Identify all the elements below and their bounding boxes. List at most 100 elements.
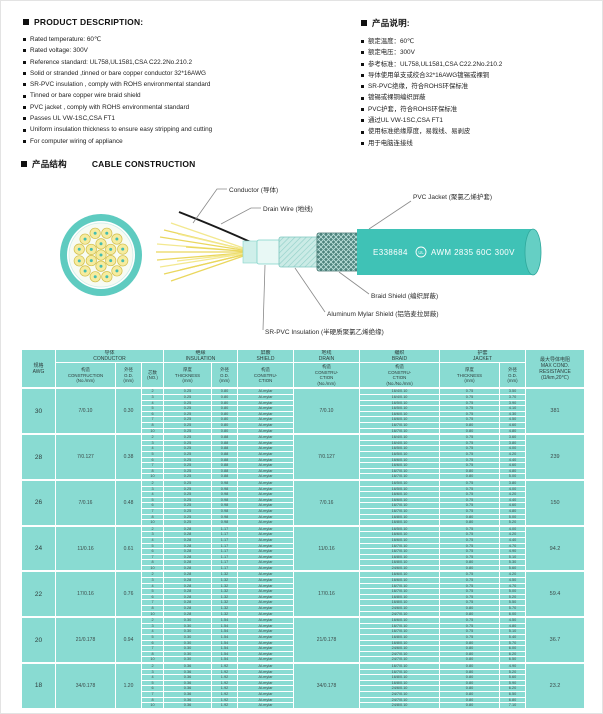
cell-awg: 22 [21, 570, 56, 618]
strand-core-dot [109, 247, 113, 251]
description-item: Tinned or bare copper wire braid shield [23, 90, 345, 101]
cable-cross-section [60, 213, 142, 296]
cell-ins-od: 1.92 [211, 702, 238, 709]
strand-core-dot [121, 259, 125, 263]
cell-jacket-od: 4.40 [499, 496, 526, 504]
strand-core-dot [109, 259, 113, 263]
square-bullet-icon [21, 160, 27, 167]
cell-shield: Al-mylar [237, 445, 294, 452]
pvc-jacket-layer [357, 228, 533, 275]
label-braid-shield: Braid Shield (编织屏蔽) [371, 291, 438, 300]
cell-drain: 21/0.178 [293, 616, 360, 664]
conductor-fan-wires [156, 222, 256, 282]
cell-drain: 34/0.178 [293, 661, 360, 709]
description-item-cn: 导体使用单支或绞合32*16AWG镀锡或裸铜 [361, 70, 584, 81]
cell-shield: Al-mylar [237, 502, 294, 509]
cell-jacket-od: 3.80 [499, 439, 526, 447]
cell-awg: 20 [21, 616, 56, 664]
cell-cores: 10 [141, 702, 164, 709]
conductor-wire [159, 251, 256, 268]
description-item-cn: 额定电压：300V [361, 47, 584, 58]
cell-shield: Al-mylar [237, 462, 294, 469]
description-item: Solid or stranded ,tinned or bare copper… [23, 68, 345, 79]
leader-insulation [262, 264, 266, 330]
jacket-print-cert: E338684 [373, 248, 408, 257]
cell-drain: 7/0.127 [293, 433, 360, 481]
cell-awg: 28 [21, 433, 56, 481]
conductor-wire [170, 222, 256, 253]
cell-resistance: 23.2 [525, 661, 585, 709]
cell-jacket-od: 4.10 [499, 405, 526, 412]
cell-resistance: 150 [525, 478, 585, 527]
cell-construction: 7/0.127 [55, 433, 116, 481]
strand-core-dot [115, 237, 119, 241]
cell-construction: 11/0.16 [55, 524, 116, 572]
product-notes-title: 产品说明: [372, 18, 410, 28]
leader-conductor [192, 188, 227, 224]
cable-end-face [524, 228, 542, 276]
description-item-cn: 用于电脑连接线 [361, 138, 584, 149]
leader-lines [192, 188, 412, 330]
strand-core-dot [93, 275, 97, 279]
cell-shield: Al-mylar [237, 451, 294, 458]
description-item: For computer wiring of appliance [23, 136, 345, 147]
ul-mark-text: UL [418, 250, 424, 255]
callout-labels: Conductor (导体) Drain Wire (地线) PVC Jacke… [229, 185, 492, 336]
cell-od: 0.94 [115, 616, 142, 664]
leader-drain [220, 207, 261, 225]
cell-awg: 24 [21, 524, 56, 572]
conductor-wire [176, 251, 256, 262]
cell-construction: 17/0.16 [55, 570, 116, 618]
cell-jacket-od: 4.40 [499, 456, 526, 464]
cell-shield: Al-mylar [237, 491, 294, 498]
label-drain-wire: Drain Wire (地线) [263, 204, 313, 213]
cell-shield: Al-mylar [237, 702, 294, 709]
cell-shield: Al-mylar [237, 416, 294, 423]
drain-wire [178, 211, 258, 246]
description-item: Passes UL VW-1SC,CSA FT1 [23, 113, 345, 124]
conductor-wire [159, 236, 256, 253]
label-aluminum-mylar: Aluminum Mylar Shield (铝箔麦拉屏蔽) [327, 309, 439, 318]
product-description-heading: PRODUCT DESCRIPTION: [23, 17, 345, 27]
product-description-section: PRODUCT DESCRIPTION: Rated temperature: … [23, 17, 345, 149]
label-sr-pvc: SR-PVC Insulation (半硬质聚氯乙烯绝缘) [265, 327, 384, 336]
leader-mylar [294, 267, 326, 313]
cell-resistance: 239 [525, 433, 585, 481]
conductor-wire [177, 233, 256, 253]
description-item: PVC jacket , comply with ROHS environmen… [23, 102, 345, 113]
strand-core-dot [105, 275, 109, 279]
description-item: Rated temperature: 60℃ [23, 34, 345, 45]
cell-shield: Al-mylar [237, 439, 294, 447]
strand-core-dot [89, 259, 93, 263]
strand-core-dot [115, 269, 119, 273]
cell-jacket-od: 4.50 [499, 416, 526, 423]
cell-shield: Al-mylar [237, 405, 294, 412]
cell-braid: 24/8/0.10 [359, 702, 440, 709]
jacket-print-spec: AWM 2835 60C 300V [431, 248, 515, 257]
product-description-title: PRODUCT DESCRIPTION: [34, 17, 144, 27]
description-item-cn: 镀锡或裸铜编织屏蔽 [361, 92, 584, 103]
label-conductor: Conductor (导体) [229, 185, 278, 194]
cell-od: 1.20 [115, 661, 142, 709]
strand-core-dot [77, 259, 81, 263]
